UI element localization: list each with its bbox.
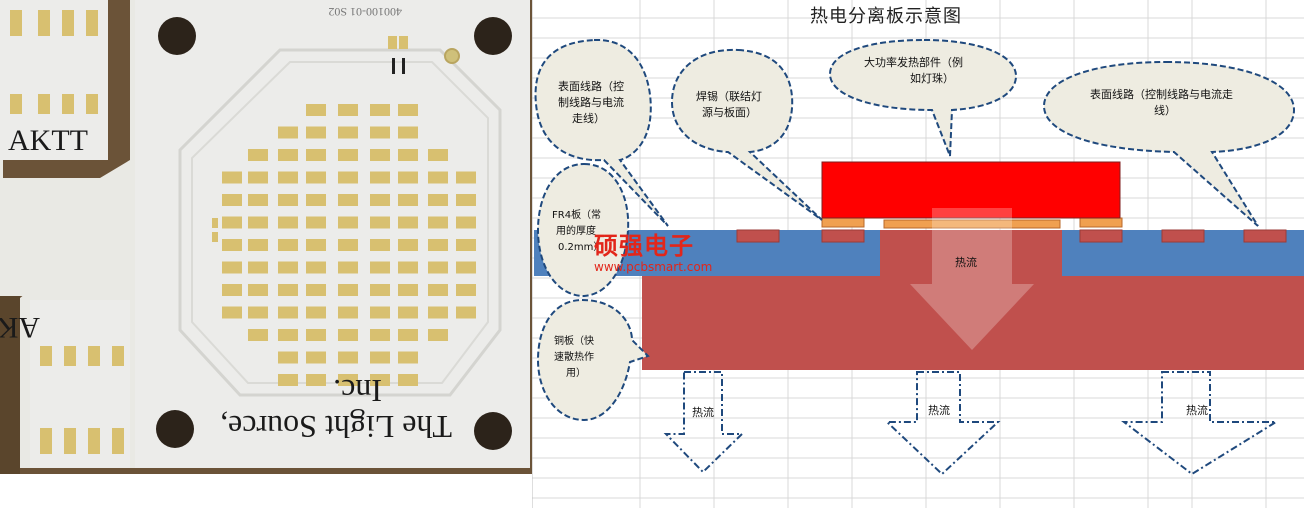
- pcb-photo: AKTT AKTT 400100-01 S02 The Light Source…: [0, 0, 532, 474]
- part-number: 400100-01 S02: [328, 5, 402, 19]
- silkscreen-line1: The Light Source,: [220, 409, 452, 445]
- heat-flow-arrow-right: [1121, 371, 1280, 476]
- watermark-brand: 硕强电子: [594, 232, 694, 260]
- callout-copper-line2: 速散热作: [554, 350, 594, 363]
- heat-flow-arrows: [663, 371, 1280, 476]
- callout-solder: [670, 48, 823, 221]
- surface-circuit-pads: [736, 229, 1287, 243]
- callout-fr4-line3: 0.2mm）: [558, 241, 603, 253]
- copper-plate: [642, 276, 1304, 370]
- callout-fr4-line2: 用的厚度: [556, 224, 596, 237]
- callout-surface-left-line2: 制线路与电流: [558, 95, 624, 109]
- board-label-bottom: AKTT: [0, 311, 40, 344]
- callout-copper-line3: 用）: [566, 367, 586, 379]
- mounting-hole: [158, 17, 196, 55]
- callout-surface-right-line1: 表面线路（控制线路与电流走: [1090, 87, 1233, 101]
- heat-flow-label-middle: 热流: [928, 403, 950, 417]
- watermark-url: www.pcbsmart.com: [594, 260, 713, 274]
- thermo-separation-diagram: 热流 热流 热流 热流 表面线路（控 制线路与电流: [532, 0, 1304, 508]
- callout-fr4-line1: FR4板（常: [552, 208, 601, 221]
- heat-flow-label-right: 热流: [1186, 403, 1208, 417]
- copper-pedestal: [880, 230, 1062, 276]
- heat-flow-label-left: 热流: [692, 405, 714, 419]
- main-board: [135, 0, 530, 468]
- mounting-hole: [156, 410, 194, 448]
- heat-flow-arrow-left: [663, 371, 745, 474]
- pad-row: [10, 10, 98, 114]
- callout-copper: [536, 298, 650, 422]
- diagram-canvas: 热流 热流 热流 热流 表面线路（控 制线路与电流: [532, 0, 1304, 508]
- callout-high-power-part: [828, 38, 1018, 157]
- callout-surface-left-line1: 表面线路（控: [558, 79, 624, 93]
- callout-surface-right-line2: 线）: [1154, 103, 1176, 117]
- solder: [821, 217, 1123, 229]
- silkscreen-line2: Inc.: [333, 373, 382, 409]
- callout-copper-line1: 铜板（快: [554, 334, 594, 347]
- pad-row: [40, 346, 124, 454]
- callout-fr4: [536, 162, 630, 298]
- callout-solder-line2: 源与板面）: [702, 105, 757, 119]
- pcb-photo-drawing: AKTT AKTT 400100-01 S02 The Light Source…: [0, 0, 530, 474]
- high-power-component: [821, 161, 1121, 219]
- callout-solder-line1: 焊锡（联结灯: [696, 89, 762, 103]
- callouts: [534, 38, 1296, 422]
- callout-part-line1: 大功率发热部件（例: [864, 55, 963, 69]
- callout-part-line2: 如灯珠）: [910, 71, 954, 85]
- board-label-top: AKTT: [8, 124, 88, 157]
- heat-flow-arrow-middle: [884, 371, 1001, 476]
- callout-surface-circuit-left: [534, 38, 669, 227]
- diagram-title: 热电分离板示意图: [810, 6, 962, 27]
- callout-surface-left-line3: 走线）: [572, 111, 605, 125]
- center-heat-flow-arrow: [910, 208, 1034, 350]
- center-heat-flow-label: 热流: [955, 255, 977, 269]
- callout-texts: 表面线路（控 制线路与电流 走线） 焊锡（联结灯 源与板面） 大功率发热部件（例…: [552, 55, 1233, 379]
- mounting-hole: [474, 17, 512, 55]
- mounting-hole: [474, 412, 512, 450]
- led-pad-array: [222, 104, 476, 386]
- callout-surface-circuit-right: [1042, 60, 1296, 227]
- photo-margin: [0, 474, 532, 508]
